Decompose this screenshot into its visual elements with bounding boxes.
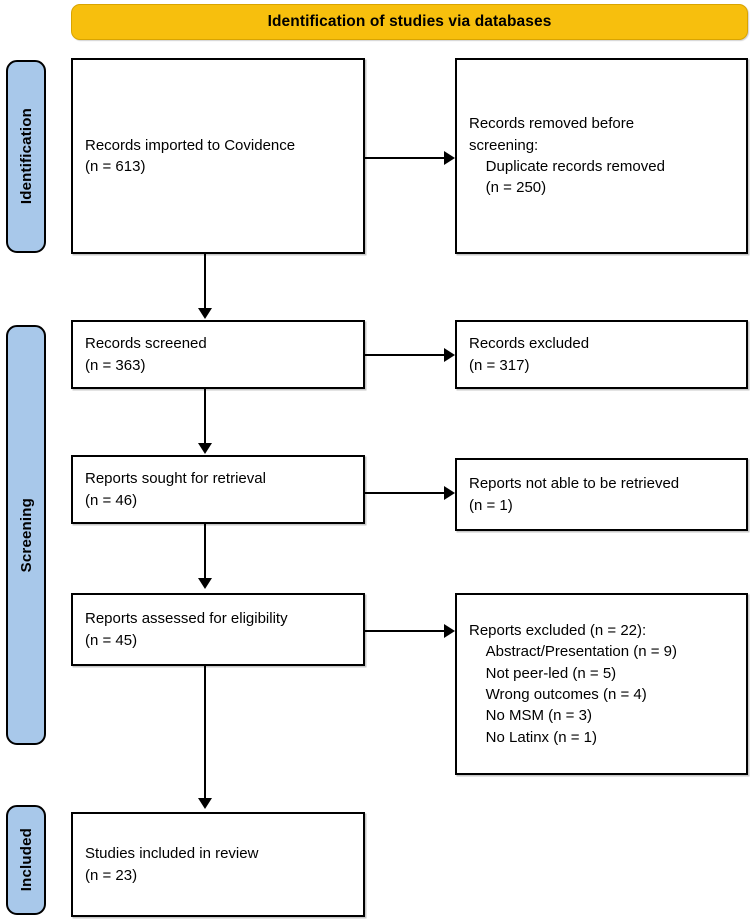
stage-label-included-text: Included	[17, 828, 35, 892]
box-records-removed-before-screening: Records removed before screening: Duplic…	[455, 58, 748, 254]
arrow-right-icon	[444, 624, 455, 638]
stage-label-identification: Identification	[6, 60, 46, 253]
identification-banner-label: Identification of studies via databases	[267, 13, 552, 30]
box-reports-excluded-with-reasons-text: Reports excluded (n = 22): Abstract/Pres…	[469, 622, 678, 746]
arrow-down-icon	[198, 798, 212, 809]
arrow-down-icon	[198, 308, 212, 319]
identification-banner: Identification of studies via databases	[71, 4, 748, 40]
arrow-right-icon	[444, 486, 455, 500]
arrow-down-icon	[198, 578, 212, 589]
box-records-excluded-text: Records excluded (n = 317)	[469, 335, 590, 374]
box-records-excluded: Records excluded (n = 317)	[455, 320, 748, 389]
box-reports-excluded-with-reasons: Reports excluded (n = 22): Abstract/Pres…	[455, 593, 748, 775]
box-reports-sought-for-retrieval-text: Reports sought for retrieval (n = 46)	[85, 470, 266, 509]
box-reports-not-retrieved-text: Reports not able to be retrieved (n = 1)	[469, 475, 680, 514]
arrow-down-icon	[198, 443, 212, 454]
box-studies-included-in-review-text: Studies included in review (n = 23)	[85, 845, 259, 884]
box-records-imported: Records imported to Covidence (n = 613)	[71, 58, 365, 254]
stage-label-screening-text: Screening	[17, 497, 35, 573]
arrow-right-icon	[444, 151, 455, 165]
box-reports-assessed-for-eligibility: Reports assessed for eligibility (n = 45…	[71, 593, 365, 666]
arrow-right-icon	[444, 348, 455, 362]
box-reports-assessed-for-eligibility-text: Reports assessed for eligibility (n = 45…	[85, 610, 288, 649]
box-records-removed-before-screening-text: Records removed before screening: Duplic…	[469, 115, 665, 197]
box-reports-sought-for-retrieval: Reports sought for retrieval (n = 46)	[71, 455, 365, 524]
box-records-screened: Records screened (n = 363)	[71, 320, 365, 389]
box-reports-not-retrieved: Reports not able to be retrieved (n = 1)	[455, 458, 748, 531]
box-records-imported-text: Records imported to Covidence (n = 613)	[85, 136, 296, 175]
stage-label-screening: Screening	[6, 325, 46, 745]
stage-label-included: Included	[6, 805, 46, 915]
stage-label-identification-text: Identification	[17, 108, 35, 205]
box-records-screened-text: Records screened (n = 363)	[85, 335, 207, 374]
box-studies-included-in-review: Studies included in review (n = 23)	[71, 812, 365, 917]
